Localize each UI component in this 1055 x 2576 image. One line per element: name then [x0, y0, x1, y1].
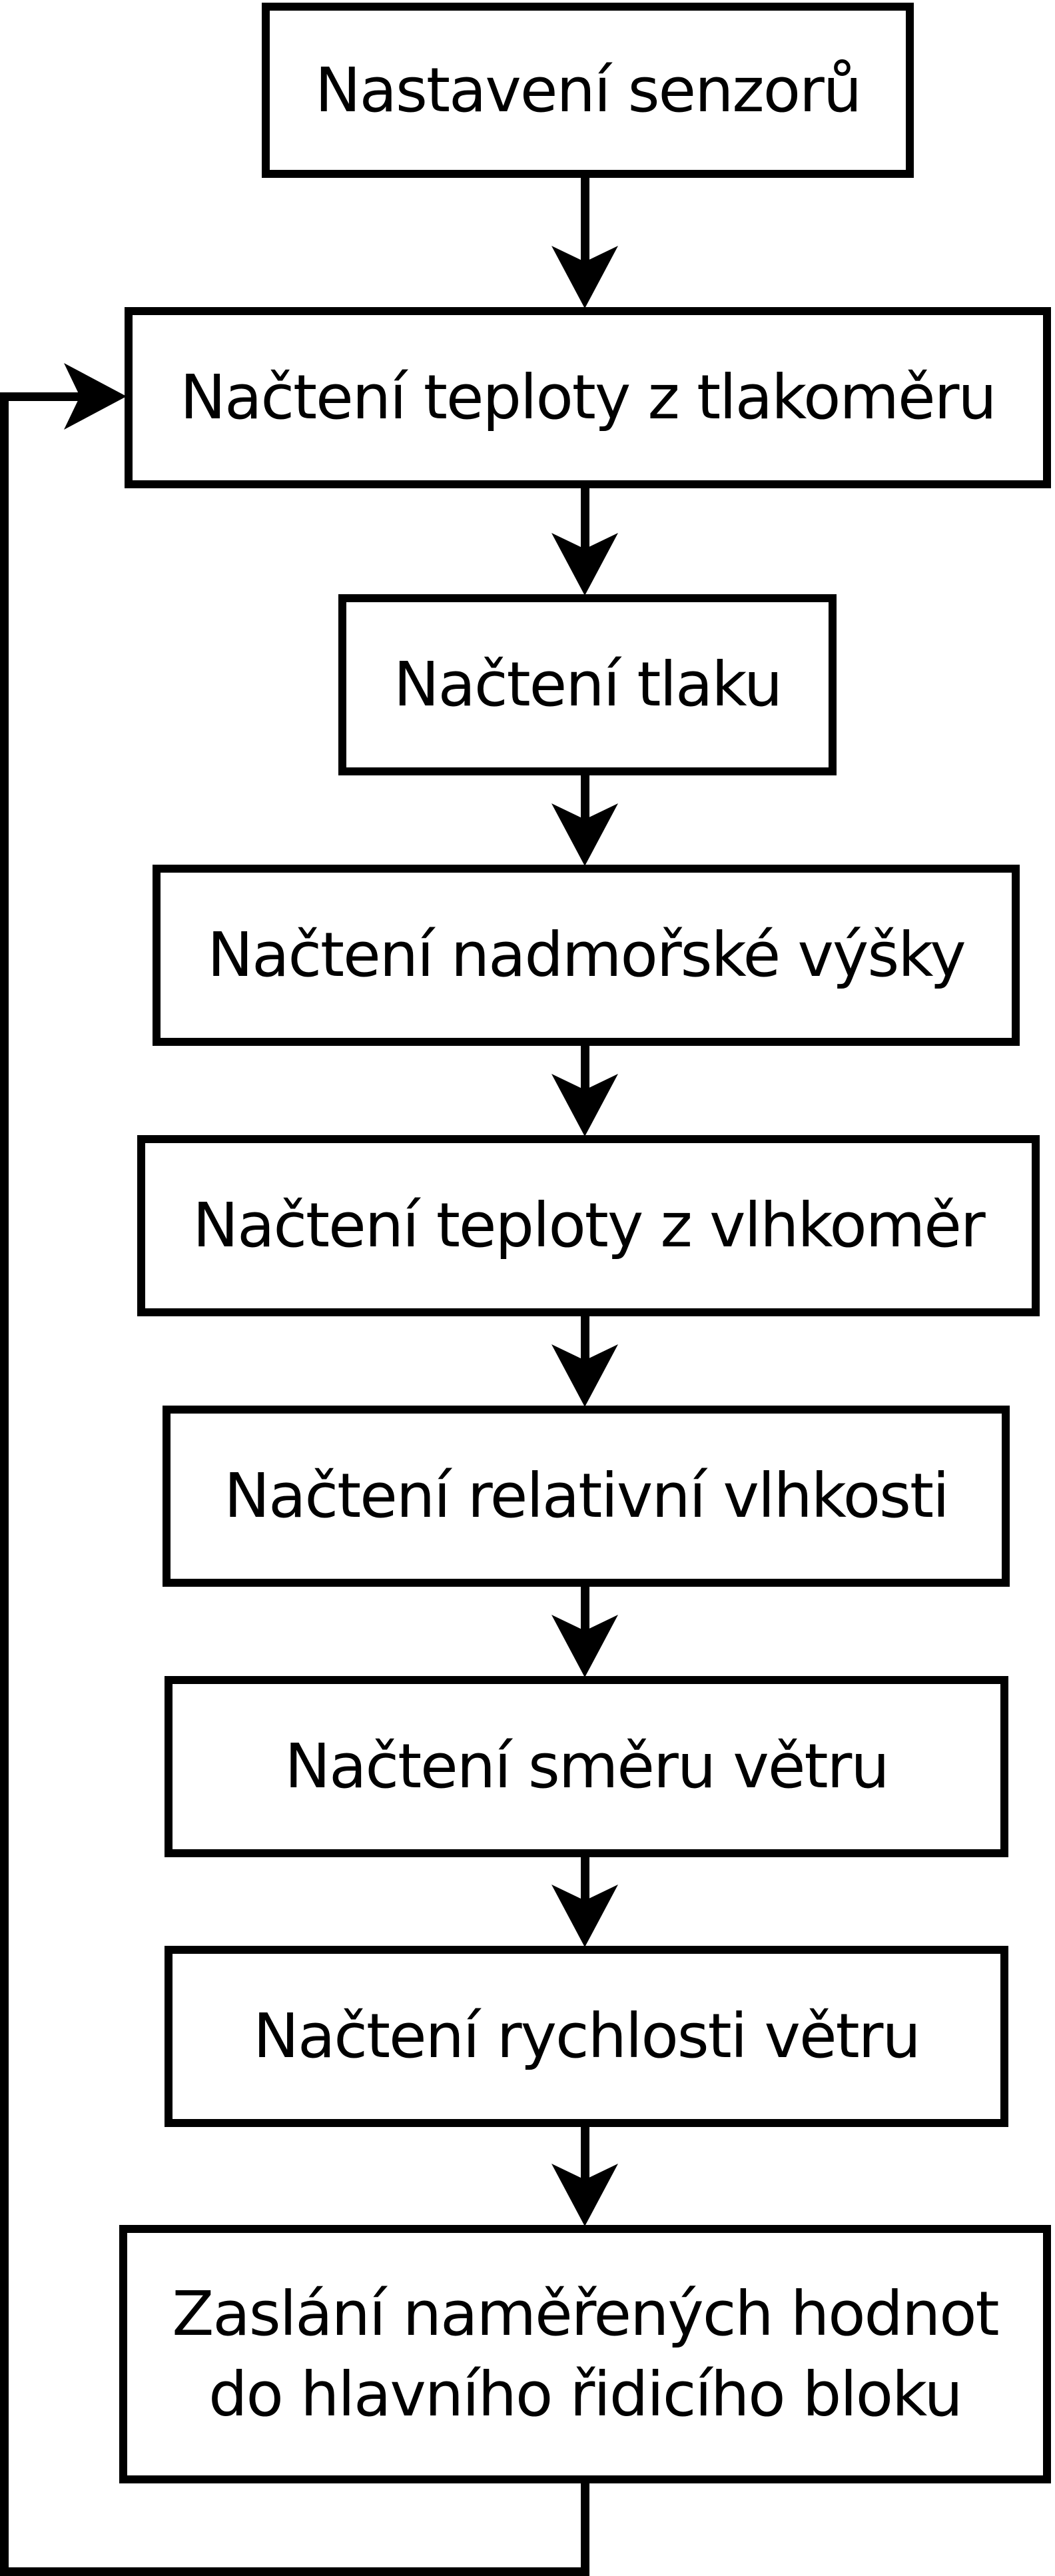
- flow-step-nacteni-smeru-vetru: Načtení směru větru: [165, 1676, 1008, 1857]
- arrowhead-down-icon: [551, 1615, 618, 1677]
- arrowhead-down-icon: [551, 1885, 618, 1947]
- flow-step-label: Zaslání naměřených hodnot do hlavního ři…: [172, 2278, 999, 2430]
- flow-step-nacteni-teploty-tlakomer: Načtení teploty z tlakoměru: [125, 307, 1051, 488]
- connector-line: [581, 2122, 589, 2182]
- connector-line: [581, 173, 589, 263]
- arrowhead-down-icon: [551, 246, 618, 308]
- flow-step-label: Načtení relativní vlhkosti: [224, 1460, 949, 1532]
- flow-step-label: Načtení teploty z vlhkoměr: [192, 1190, 985, 1262]
- flow-step-label: Načtení teploty z tlakoměru: [180, 362, 996, 434]
- flow-step-label: Načtení směru větru: [284, 1731, 889, 1803]
- arrowhead-down-icon: [551, 1074, 618, 1136]
- arrowhead-right-icon: [64, 363, 127, 430]
- flow-step-label: Nastavení senzorů: [314, 54, 862, 126]
- flow-step-label: Načtení rychlosti větru: [253, 2000, 921, 2072]
- flow-step-nacteni-teploty-vlhkomer: Načtení teploty z vlhkoměr: [137, 1135, 1040, 1316]
- arrowhead-down-icon: [551, 533, 618, 596]
- flow-step-label: Načtení nadmořské výšky: [207, 919, 966, 991]
- connector-line: [581, 1312, 589, 1362]
- flow-step-nacteni-tlaku: Načtení tlaku: [338, 594, 837, 775]
- loop-line-top: [0, 392, 81, 401]
- connector-line: [581, 1041, 589, 1091]
- flow-step-label: Načtení tlaku: [393, 649, 783, 721]
- loop-line-left: [0, 392, 9, 2576]
- connector-line: [581, 484, 589, 550]
- loop-line-bottom: [0, 2567, 589, 2576]
- loop-line-down: [581, 2479, 589, 2576]
- arrowhead-down-icon: [551, 803, 618, 866]
- flow-step-nastaveni-senzoru: Nastavení senzorů: [262, 3, 914, 178]
- connector-line: [581, 1582, 589, 1632]
- flow-step-nacteni-relativni-vlhkosti: Načtení relativní vlhkosti: [163, 1406, 1010, 1587]
- arrowhead-down-icon: [551, 1344, 618, 1407]
- connector-line: [581, 1853, 589, 1903]
- flow-step-nacteni-rychlosti-vetru: Načtení rychlosti větru: [165, 1946, 1008, 2127]
- flow-step-zaslani-hodnot: Zaslání naměřených hodnot do hlavního ři…: [119, 2225, 1051, 2483]
- arrowhead-down-icon: [551, 2164, 618, 2226]
- flow-step-nacteni-nadmorske-vysky: Načtení nadmořské výšky: [153, 865, 1020, 1046]
- connector-line: [581, 771, 589, 821]
